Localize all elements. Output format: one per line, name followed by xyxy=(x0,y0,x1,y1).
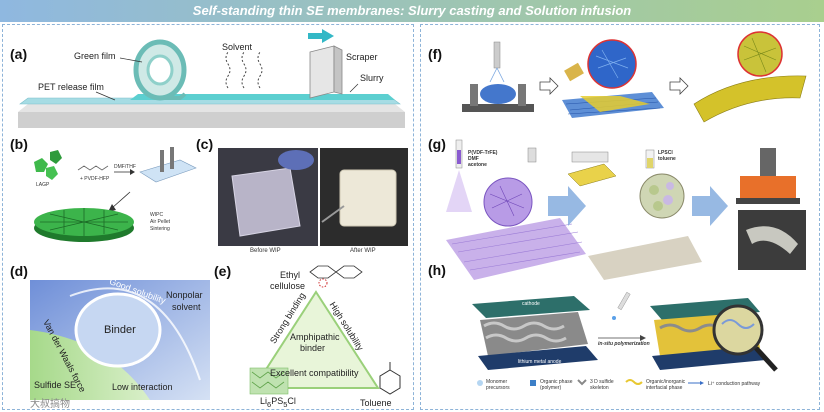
green-film-label: Green film xyxy=(74,51,116,61)
solvent-label-d: solvent xyxy=(172,302,201,312)
before-wip-label: Before WIP xyxy=(250,248,281,254)
panel-e-label: (e) xyxy=(214,263,232,279)
solvent-label: Solvent xyxy=(222,42,253,52)
panel-b-illustration xyxy=(34,147,197,242)
ethyl-label: Ethyl xyxy=(280,270,301,280)
excellent-compat-label: Excellent compatibility xyxy=(270,368,359,378)
anode-label: lithium metal anode xyxy=(518,359,562,365)
legend-interfacial: Organic/inorganic interfacial phase xyxy=(646,379,686,391)
panel-f-illustration xyxy=(462,31,807,123)
cathode-label: cathode xyxy=(522,301,540,307)
cl-text: Cl xyxy=(287,396,296,406)
ps-text: PS xyxy=(271,396,284,406)
wipc-label: WIPC xyxy=(150,212,164,218)
panel-d-label: (d) xyxy=(10,263,28,279)
panel-d-illustration xyxy=(30,280,210,400)
banner-title: Self-standing thin SE membranes: Slurry … xyxy=(192,3,632,18)
panel-g-label: (g) xyxy=(428,136,446,152)
ps-subscript: 5 xyxy=(283,399,288,409)
panel-g-illustration xyxy=(446,139,806,280)
low-interaction-label: Low interaction xyxy=(112,382,173,392)
slurry-label: Slurry xyxy=(360,73,384,83)
sulfide-se-label: Sulfide SE xyxy=(34,380,77,390)
legend-sulfide: 3 D sulfide skeleton xyxy=(590,379,614,391)
panel-b-label: (b) xyxy=(10,136,28,152)
amphipathic-label: Amphipathic xyxy=(290,332,340,342)
legend-li-pathway: Li⁺ conduction pathway xyxy=(708,381,761,387)
dmf-thf-label: DMF/THF xyxy=(114,164,136,170)
dmf-label: DMF xyxy=(468,156,479,162)
panel-h-label: (h) xyxy=(428,262,446,278)
li-text: Li xyxy=(260,396,268,406)
pvdf-trfe-label: P(VDF-TrFE) xyxy=(468,150,498,156)
sintering-label: Sintering xyxy=(150,226,170,232)
right-region xyxy=(420,24,820,410)
li-subscript: 6 xyxy=(267,399,272,409)
panel-e-illustration xyxy=(249,265,401,395)
toluene-label-g: toluene xyxy=(658,156,676,162)
nonpolar-label: Nonpolar xyxy=(166,290,203,300)
title-banner xyxy=(0,0,824,22)
panel-a-label: (a) xyxy=(10,46,28,62)
lpscl-label: LPSCl xyxy=(658,150,673,156)
panel-a-illustration xyxy=(18,29,405,128)
binder-label: Binder xyxy=(104,324,136,336)
panel-f-label: (f) xyxy=(428,46,442,62)
pet-film-label: PET release film xyxy=(38,82,104,92)
binder-label-e: binder xyxy=(300,343,326,353)
cellulose-label: cellulose xyxy=(270,281,306,291)
toluene-label: Toluene xyxy=(360,398,392,408)
pvdf-hfp-label: + PVDF-HFP xyxy=(80,176,110,182)
legend-monomer: Monomer precursors xyxy=(486,379,510,391)
panel-c-label: (c) xyxy=(196,136,214,152)
lagp-label: LAGP xyxy=(36,182,50,188)
acetone-label: acetone xyxy=(468,162,487,168)
air-pellet-label: Air Pellet xyxy=(150,219,171,225)
scraper-label: Scraper xyxy=(346,52,378,62)
insitu-label: in-situ polymerization xyxy=(598,341,650,347)
legend-organic: Organic phase (polymer) xyxy=(540,379,573,391)
li6ps5cl-label: Li6PS5Cl xyxy=(260,396,296,409)
after-wip-label: After WIP xyxy=(350,248,376,254)
watermark-text: 大叔搞物 xyxy=(30,399,70,410)
left-region xyxy=(2,24,414,410)
panel-c-photos xyxy=(218,148,408,246)
